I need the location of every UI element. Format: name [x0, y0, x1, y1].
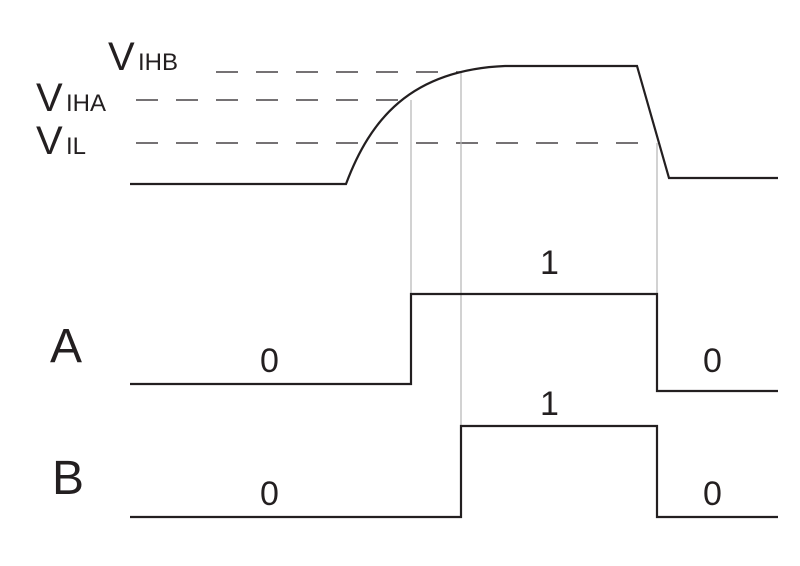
viha-label-main: V: [36, 76, 63, 120]
signal-b-waveform: [130, 424, 778, 519]
signal-a-low-after: 0: [703, 342, 722, 380]
vihb-label-sub: IHB: [138, 49, 178, 76]
viha-label: V IHA: [36, 76, 106, 120]
vihb-label-main: V: [108, 35, 135, 79]
vil-label-sub: IL: [66, 133, 86, 160]
signal-b-name: B: [52, 452, 84, 505]
vil-label-main: V: [36, 119, 63, 163]
viha-label-sub: IHA: [66, 90, 106, 117]
input-waveform: [130, 64, 778, 186]
signal-b-low-before: 0: [260, 475, 279, 513]
vil-label: V IL: [36, 119, 86, 163]
signal-a-waveform: [130, 292, 778, 393]
signal-a-low-before: 0: [260, 342, 279, 380]
signal-a-name: A: [50, 320, 82, 373]
signal-b-high: 1: [540, 385, 559, 423]
signal-a-high: 1: [540, 244, 559, 282]
vihb-label: V IHB: [108, 35, 178, 79]
signal-b-low-after: 0: [703, 475, 722, 513]
